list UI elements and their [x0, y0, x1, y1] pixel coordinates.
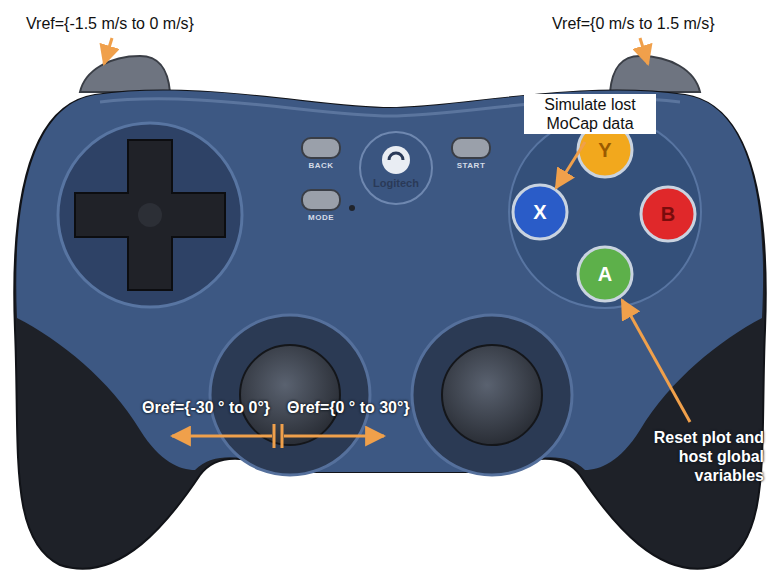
dpad-cross: [75, 140, 225, 290]
velocity-note: Vref={0 m/s to 1.5 m/s}: [552, 14, 752, 33]
range-arrow: [172, 435, 272, 438]
brand-logo: Logitech: [366, 177, 426, 190]
range-bar: [281, 424, 284, 448]
back-button: [302, 138, 340, 158]
logo-swirl: [389, 153, 403, 160]
controller-grip: [14, 91, 765, 569]
a-button: [578, 247, 632, 301]
logo-badge: [360, 132, 432, 204]
leader-arrow: [556, 142, 585, 188]
range-arrow: [284, 435, 384, 438]
callout-note: Simulate lost MoCap data: [524, 94, 656, 134]
right-trigger: [610, 56, 700, 92]
left-trigger: [80, 56, 170, 92]
right-stick-well: [412, 315, 572, 475]
right-stick: [442, 345, 542, 445]
dpad-well: [58, 123, 242, 307]
x-button: [513, 185, 567, 239]
b-button: [641, 187, 695, 241]
logo-mark: [382, 146, 410, 174]
angle-note: Θref={-30 ° to 0°}: [76, 398, 270, 417]
button-caption: START: [446, 161, 496, 171]
angle-note: Θref={0 ° to 30°}: [287, 398, 481, 417]
button-letter: B: [641, 187, 695, 241]
button-caption: BACK: [296, 161, 346, 171]
mode-button: [302, 190, 340, 210]
range-bar: [273, 424, 276, 448]
left-stick: [240, 345, 340, 445]
left-stick-well: [210, 315, 370, 475]
controller-body: [16, 91, 763, 472]
start-button: [452, 138, 490, 158]
button-letter: Y: [578, 123, 632, 177]
dpad-center: [138, 203, 162, 227]
button-letter: X: [513, 185, 567, 239]
button-letter: A: [578, 247, 632, 301]
leader-arrow: [104, 38, 112, 64]
callout-note: Reset plot and host global variables: [616, 428, 764, 485]
leader-arrow: [622, 300, 690, 422]
leader-arrow: [640, 38, 648, 64]
face-button-well: [509, 116, 701, 308]
mode-led: [349, 205, 355, 211]
button-caption: MODE: [296, 213, 346, 223]
velocity-note: Vref={-1.5 m/s to 0 m/s}: [26, 14, 226, 33]
